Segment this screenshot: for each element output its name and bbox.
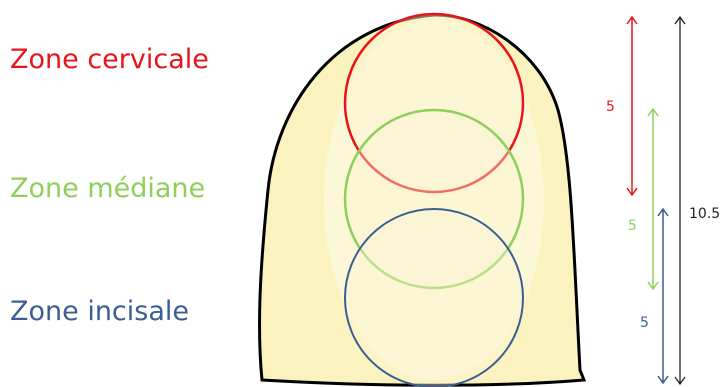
cervical-zone-label: Zone cervicale <box>10 44 209 75</box>
incisal-zone-label: Zone incisale <box>10 296 190 327</box>
incisal-zone-circle <box>344 208 524 387</box>
median-zone-label: Zone médiane <box>10 173 206 204</box>
incisal-dimension-arrow <box>657 207 669 385</box>
median-zone-circle <box>343 108 525 290</box>
total-dimension-value: 10.5 <box>689 206 721 222</box>
cervical-dimension-value: 5 <box>606 99 615 115</box>
incisal-dimension-value: 5 <box>640 315 649 331</box>
total-dimension-arrow <box>674 15 686 386</box>
median-dimension-value: 5 <box>628 218 637 234</box>
cervical-dimension-arrow <box>626 15 638 197</box>
cervical-zone-circle <box>343 12 525 194</box>
median-dimension-arrow <box>647 107 659 291</box>
